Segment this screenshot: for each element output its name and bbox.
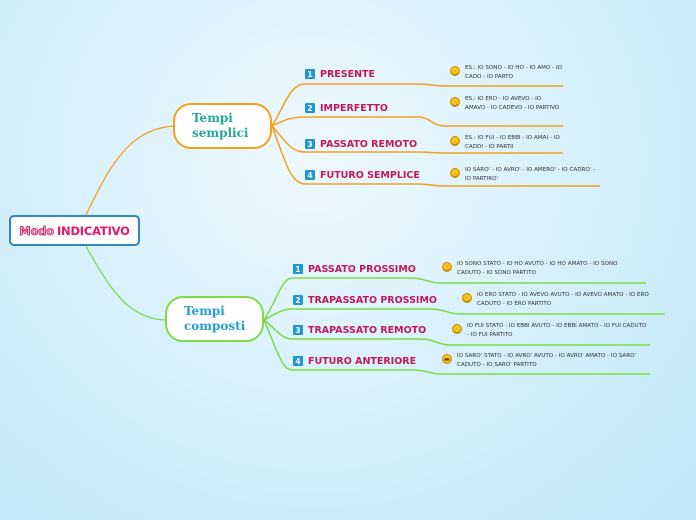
link-leaf-1 — [417, 83, 563, 87]
link-composti-3 — [263, 319, 420, 340]
link-composti-1 — [263, 277, 410, 321]
leaf-futuro-semplice[interactable]: ‿ IO SARO' - IO AVRO' - IO AMERO' - IO C… — [450, 166, 600, 184]
laughing-emoji-icon: ‿ — [450, 66, 460, 76]
leaf-passato-remoto[interactable]: ‿ ES.: IO FUI - IO EBBI - IO AMAI - IO C… — [450, 134, 562, 152]
root-word-2: INDICATIVO — [56, 223, 130, 238]
number-badge: 1 — [305, 69, 315, 79]
neutral-emoji-icon: ‿ — [442, 262, 452, 272]
leaf-text: ES.: IO SONO - IO HO - IO AMO - IO CADO … — [465, 65, 563, 80]
number-badge: 1 — [293, 264, 303, 274]
branch-label: Tempi composti — [184, 304, 246, 333]
branch-tempi-semplici[interactable]: Tempi semplici — [173, 103, 272, 149]
leaf-presente[interactable]: ‿ ES.: IO SONO - IO HO - IO AMO - IO CAD… — [450, 64, 562, 82]
link-root-semplici — [85, 125, 176, 216]
leaf-trapassato-prossimo[interactable]: ‿ IO ERO STATO - IO AVEVO AVUTO - IO AVE… — [462, 291, 662, 309]
link-leaf-2 — [417, 116, 563, 127]
branch-tempi-composti[interactable]: Tempi composti — [165, 296, 264, 342]
leaf-text: IO FUI STATO - IO EBBI AVUTO - IO EBBI A… — [467, 323, 647, 338]
topic-imperfetto[interactable]: 2 IMPERFETTO — [305, 101, 388, 115]
number-badge: 2 — [293, 295, 303, 305]
topic-label: IMPERFETTO — [320, 102, 388, 114]
grin-emoji-icon: ‿ — [450, 168, 460, 178]
link-leaf-4 — [417, 183, 600, 187]
leaf-text: IO ERO STATO - IO AVEVO AVUTO - IO AVEVO… — [477, 292, 649, 307]
link-leaf-8 — [411, 369, 650, 375]
topic-label: FUTURO ANTERIORE — [308, 355, 417, 367]
topic-label: PRESENTE — [320, 68, 376, 80]
link-leaf-5 — [409, 277, 646, 284]
link-semplici-4 — [271, 125, 418, 185]
topic-passato-remoto[interactable]: 3 PASSATO REMOTO — [305, 137, 417, 151]
topic-passato-prossimo[interactable]: 1 PASSATO PROSSIMO — [293, 262, 416, 276]
topic-futuro-semplice[interactable]: 4 FUTURO SEMPLICE — [305, 168, 420, 182]
link-semplici-3 — [271, 125, 418, 153]
leaf-text: ES.: IO FUI - IO EBBI - IO AMAI - IO CAD… — [465, 135, 560, 150]
topic-label: TRAPASSATO REMOTO — [308, 324, 427, 336]
leaf-futuro-anteriore[interactable]: ▬ IO SARO' STATO - IO AVRO' AVUTO - IO A… — [442, 352, 642, 370]
leaf-imperfetto[interactable]: ‿ ES.: IO ERO - IO AVEVO - IO AMAVO - IO… — [450, 95, 562, 113]
topic-trapassato-prossimo[interactable]: 2 TRAPASSATO PROSSIMO — [293, 293, 437, 307]
topic-presente[interactable]: 1 PRESENTE — [305, 67, 375, 81]
tongue-emoji-icon: ‿ — [452, 324, 462, 334]
number-badge: 4 — [305, 170, 315, 180]
leaf-passato-prossimo[interactable]: ‿ IO SONO STATO - IO HO AVUTO - IO HO AM… — [442, 260, 642, 278]
topic-label: TRAPASSATO PROSSIMO — [308, 294, 438, 306]
link-composti-2 — [263, 308, 430, 321]
link-semplici-2 — [271, 116, 418, 127]
sunglasses-emoji-icon: ▬ — [442, 354, 452, 364]
root-node[interactable]: Modo INDICATIVO — [9, 215, 140, 246]
smiling-emoji-icon: ‿ — [450, 97, 460, 107]
topic-trapassato-remoto[interactable]: 3 TRAPASSATO REMOTO — [293, 323, 426, 337]
wink-emoji-icon: ‿ — [462, 293, 472, 303]
root-word-1: Modo — [19, 223, 55, 238]
leaf-trapassato-remoto[interactable]: ‿ IO FUI STATO - IO EBBI AVUTO - IO EBBI… — [452, 322, 648, 340]
leaf-text: ES.: IO ERO - IO AVEVO - IO AMAVO - IO C… — [465, 96, 560, 111]
link-semplici-1 — [271, 83, 418, 127]
link-composti-4 — [263, 319, 412, 371]
number-badge: 4 — [293, 356, 303, 366]
topic-label: PASSATO PROSSIMO — [308, 263, 416, 275]
leaf-text: IO SARO' STATO - IO AVRO' AVUTO - IO AVR… — [457, 353, 637, 368]
leaf-text: IO SONO STATO - IO HO AVUTO - IO HO AMAT… — [457, 261, 618, 276]
link-leaf-7 — [419, 338, 650, 346]
topic-label: PASSATO REMOTO — [320, 138, 418, 150]
topic-futuro-anteriore[interactable]: 4 FUTURO ANTERIORE — [293, 354, 416, 368]
topic-label: FUTURO SEMPLICE — [320, 169, 420, 181]
number-badge: 2 — [305, 103, 315, 113]
branch-label: Tempi semplici — [192, 111, 249, 140]
smile-emoji-icon: ‿ — [450, 136, 460, 146]
link-leaf-3 — [417, 151, 563, 154]
leaf-text: IO SARO' - IO AVRO' - IO AMERO' - IO CAD… — [465, 167, 596, 182]
number-badge: 3 — [305, 139, 315, 149]
link-root-composti — [85, 245, 168, 321]
number-badge: 3 — [293, 325, 303, 335]
link-leaf-6 — [429, 308, 665, 315]
